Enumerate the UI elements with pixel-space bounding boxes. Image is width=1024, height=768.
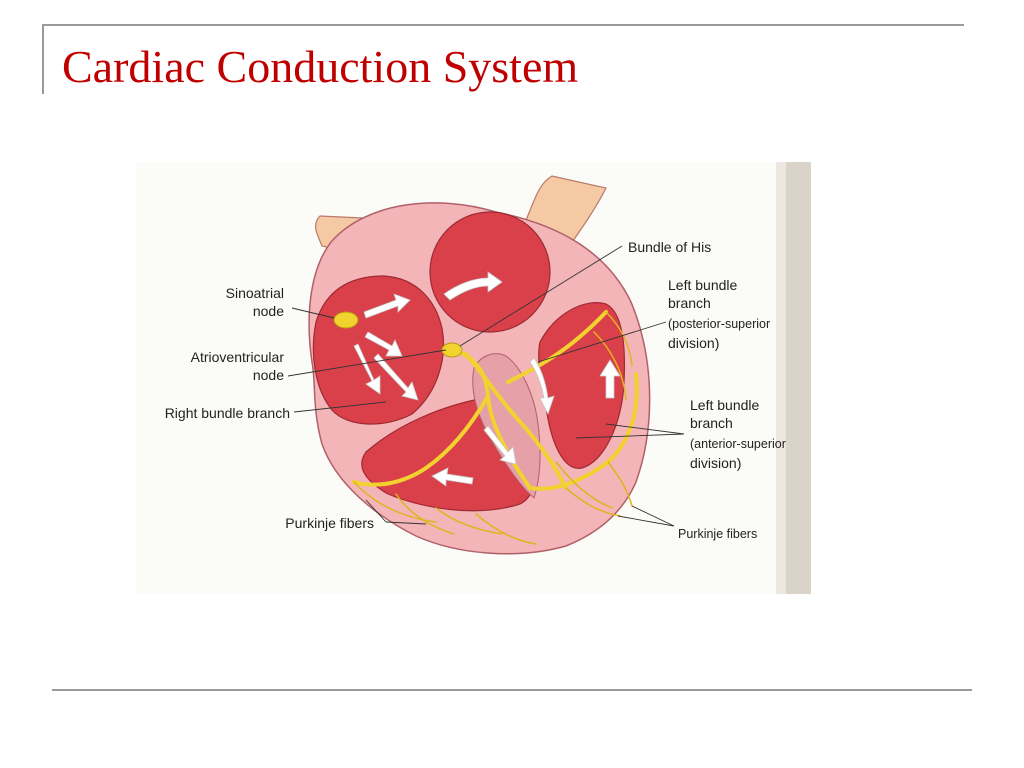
label-lbb-anterior-1: Left bundle [690, 397, 759, 413]
left-atrium [429, 211, 551, 333]
slide-top-rule [42, 24, 964, 26]
label-lbb-anterior-3: (anterior-superior [690, 437, 786, 451]
sa-node [333, 311, 359, 329]
septum [472, 353, 541, 499]
av-node [441, 342, 463, 358]
impulse-arrows [353, 271, 621, 487]
label-atrioventricular-node: node [253, 367, 284, 383]
label-right-bundle-branch: Right bundle branch [165, 405, 290, 421]
label-bundle-of-his: Bundle of His [628, 239, 711, 255]
label-lbb-anterior-2: branch [690, 415, 733, 431]
label-purkinje-right: Purkinje fibers [678, 527, 757, 541]
label-sinoatrial-node: node [253, 303, 284, 319]
leader-lines [287, 245, 685, 527]
slide-left-rule [42, 24, 44, 94]
slide-title: Cardiac Conduction System [62, 41, 579, 92]
label-lbb-posterior-3: (posterior-superior [668, 317, 770, 331]
slide-bottom-rule [52, 689, 972, 691]
book-binding-shadow [784, 162, 811, 594]
label-lbb-posterior-2: branch [668, 295, 711, 311]
heart-diagram: Sinoatrial node Atrioventricular node Ri… [136, 162, 811, 594]
right-atrium [312, 275, 445, 425]
label-atrioventricular: Atrioventricular [191, 349, 285, 365]
label-lbb-posterior-4: division) [668, 335, 719, 351]
label-sinoatrial: Sinoatrial [226, 285, 284, 301]
purkinje-fibers [353, 311, 633, 545]
label-lbb-anterior-4: division) [690, 455, 741, 471]
label-purkinje-left: Purkinje fibers [285, 515, 374, 531]
label-lbb-posterior-1: Left bundle [668, 277, 737, 293]
